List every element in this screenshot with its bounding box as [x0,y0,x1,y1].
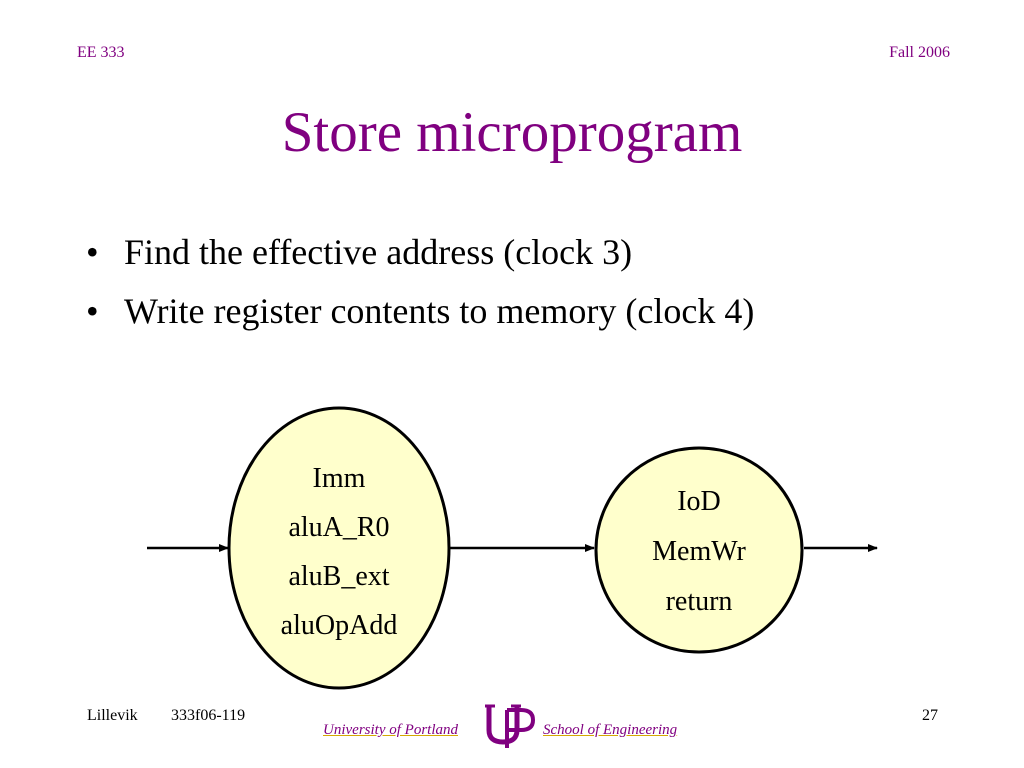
state-node-2 [594,446,804,654]
state1-line: Imm [313,463,366,494]
slide-title: Store microprogram [281,101,743,164]
course-label: EE 333 [77,44,125,61]
state1-line: aluA_R0 [288,512,389,543]
page-number: 27 [922,707,938,724]
footer-code: 333f06-119 [171,707,246,724]
state2-line: IoD [677,486,721,517]
state1-line: aluOpAdd [281,610,398,641]
state2-line: MemWr [652,536,746,567]
state-node-1 [227,406,451,690]
bullet-list: • Find the effective address (clock 3) •… [86,232,754,351]
logo-school-text: School of Engineering [543,722,678,738]
bullet-item: • Write register contents to memory (clo… [86,291,754,332]
bullet-marker: • [86,232,99,272]
bullet-text: Find the effective address (clock 3) [124,232,633,272]
up-monogram-icon [485,704,536,748]
logo-university-text: University of Portland [323,722,458,738]
state1-line: aluB_ext [288,561,389,592]
state2-line: return [666,586,733,617]
footer-author: Lillevik [87,707,138,724]
bullet-marker: • [86,291,99,332]
bullet-item: • Find the effective address (clock 3) [86,232,754,273]
bullet-text: Write register contents to memory (clock… [124,291,755,332]
university-logo: University of Portland School of Enginee… [323,700,703,750]
term-label: Fall 2006 [889,44,950,61]
